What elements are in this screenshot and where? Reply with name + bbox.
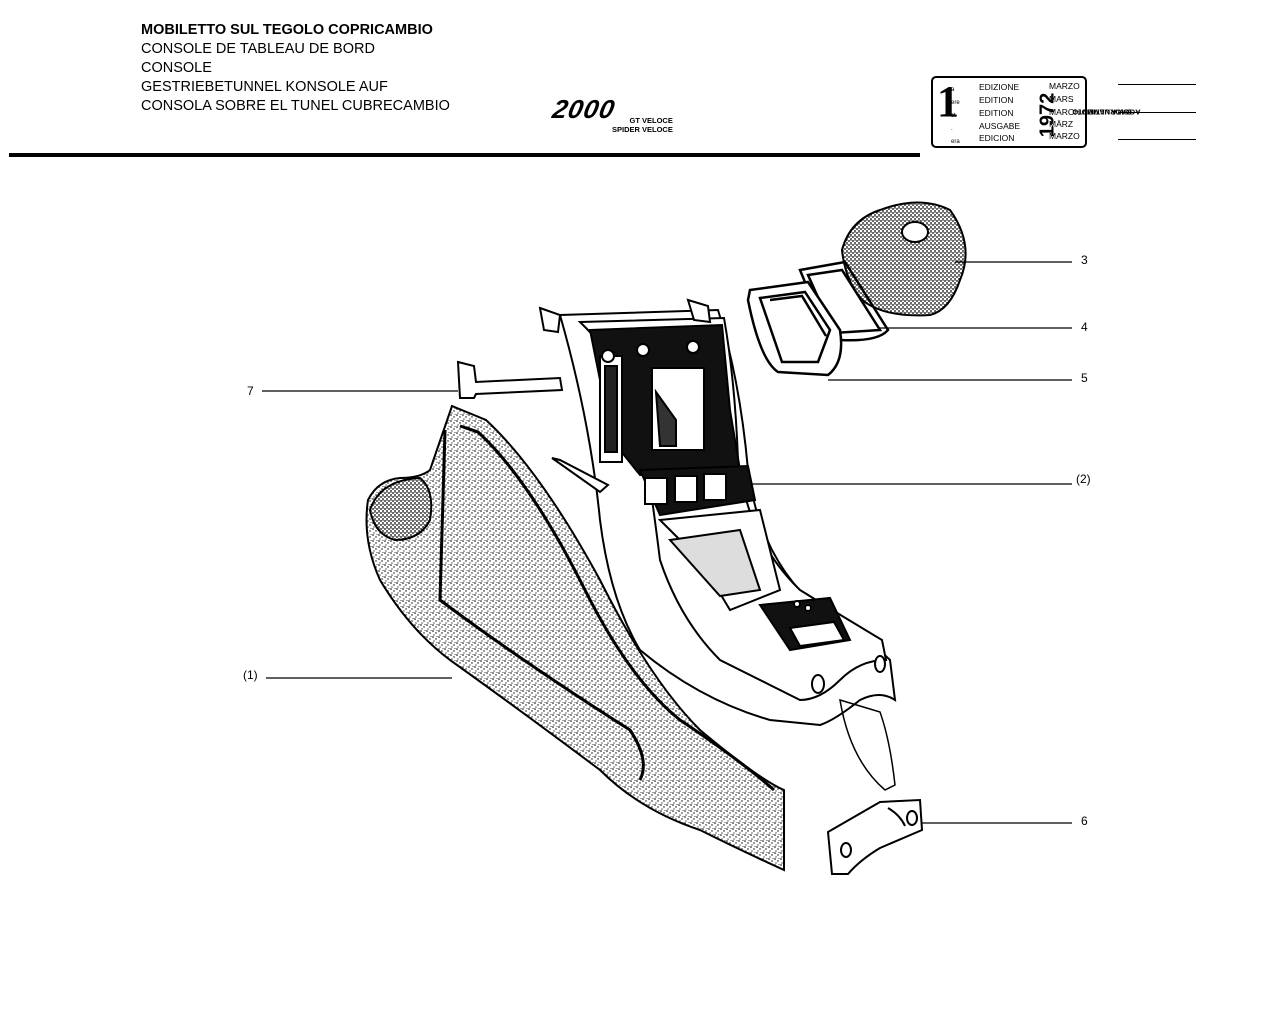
edition-word: EDITION <box>979 108 1014 118</box>
title-spanish: CONSOLA SOBRE EL TUNEL CUBRECAMBIO <box>141 98 450 114</box>
part-console <box>538 298 897 727</box>
title-french: CONSOLE DE TABLEAU DE BORD <box>141 41 375 57</box>
part-gasket <box>746 280 843 377</box>
title-italian: MOBILETTO SUL TEGOLO COPRICAMBIO <box>141 22 433 38</box>
callout-6: 6 <box>1081 814 1088 828</box>
edition-word: EDITION <box>979 95 1014 105</box>
part-bracket <box>826 698 924 875</box>
callout-2: (2) <box>1076 472 1091 486</box>
edition-month: MARZO <box>1049 131 1080 141</box>
edition-word: EDIZIONE <box>979 82 1020 92</box>
part-support-strip <box>456 360 564 399</box>
edition-word: AUSGABE <box>979 121 1021 131</box>
variant-spider: SPIDER VELOCE <box>612 124 673 134</box>
edition-month: MARCH <box>1049 107 1081 117</box>
part-side-panel <box>365 404 785 872</box>
edition-suffix: ere <box>951 100 960 106</box>
header-rule <box>9 153 920 157</box>
title-german: GESTRIEBETUNNEL KONSOLE AUF <box>141 79 388 95</box>
callout-4: 4 <box>1081 320 1088 334</box>
title-english: CONSOLE <box>141 60 212 76</box>
edition-month: MARS <box>1049 94 1074 104</box>
leader-lines <box>262 261 1072 824</box>
edition-word: EDICION <box>979 133 1015 143</box>
edition-suffix: a <box>951 87 955 93</box>
callout-1: (1) <box>243 668 258 682</box>
update-line <box>1118 84 1196 85</box>
callout-3: 3 <box>1081 253 1088 267</box>
edition-suffix: . <box>951 126 953 132</box>
title-block: MOBILETTO SUL TEGOLO COPRICAMBIO CONSOLE… <box>141 21 450 116</box>
update-line <box>1118 139 1196 140</box>
edition-box <box>931 76 1087 148</box>
variant-gt: GT VELOCE <box>629 116 673 125</box>
edition-suffix: era <box>951 139 960 145</box>
callout-5: 5 <box>1081 371 1088 385</box>
edition-number: 1 <box>937 77 959 126</box>
edition-month: MARZO <box>1049 81 1080 91</box>
update-line <box>1118 112 1196 113</box>
edition-suffix: st <box>951 113 956 119</box>
callout-7: 7 <box>247 384 254 398</box>
model-variants: GT VELOCE SPIDER VELOCE <box>612 116 673 134</box>
edition-month: MÄRZ <box>1049 119 1074 129</box>
part-shift-boot <box>840 201 967 317</box>
